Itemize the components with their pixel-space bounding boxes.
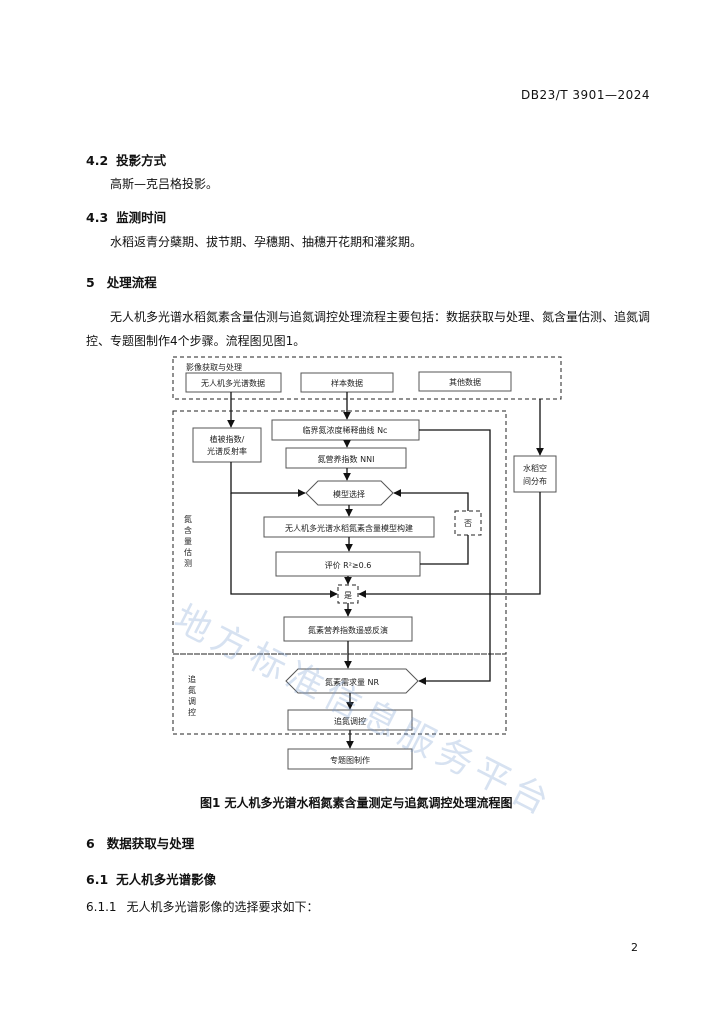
flowchart: 影像获取与处理 氮 含 量 估 测 追 氮 调 控 无人机多光谱数据 样本数据 …	[172, 356, 562, 770]
section-4-3-text: 水稻返青分蘖期、拔节期、孕穗期、抽穗开花期和灌浆期。	[110, 235, 423, 249]
section-6-1-1: 6.1.1 无人机多光谱影像的选择要求如下：	[86, 895, 319, 919]
yes-label: 是	[344, 591, 352, 600]
flow-connectors	[227, 392, 544, 749]
group-estimate-label: 氮 含 量 估 测	[184, 514, 192, 568]
group-control-label: 追 氮 调 控	[188, 674, 196, 717]
model-build-label: 无人机多光谱水稻氮素含量模型构建	[285, 523, 413, 533]
svg-text:追: 追	[188, 674, 196, 684]
section-5-paragraph: 无人机多光谱水稻氮素含量估测与追氮调控处理流程主要包括：数据获取与处理、氮含量估…	[86, 310, 651, 348]
group-control-frame	[172, 653, 507, 735]
nni-box	[285, 447, 407, 469]
yes-box	[337, 584, 359, 604]
group-acquisition-label: 影像获取与处理	[186, 362, 242, 372]
n-requirement-hexagon	[285, 668, 419, 694]
section-title: 数据获取与处理	[106, 836, 195, 851]
section-number: 6.1.1	[86, 900, 117, 914]
group-estimate-frame	[172, 410, 507, 655]
section-4-3-heading: 4.3 监测时间	[86, 207, 166, 226]
group-acquisition-frame	[172, 356, 562, 400]
model-select-hexagon	[305, 480, 394, 506]
vegetation-index-label-1: 植被指数/	[210, 434, 245, 444]
svg-text:控: 控	[188, 707, 196, 717]
vegetation-index-label-2: 光谱反射率	[207, 446, 247, 456]
uav-data-label: 无人机多光谱数据	[201, 378, 265, 388]
spatial-distribution-label-2: 间分布	[523, 476, 547, 486]
section-number: 6.1	[86, 872, 109, 887]
svg-text:估: 估	[184, 547, 192, 557]
no-label: 否	[464, 519, 472, 528]
section-title: 监测时间	[116, 210, 167, 225]
nni-inversion-label: 氮素营养指数遥感反演	[308, 625, 388, 635]
svg-text:氮: 氮	[188, 685, 196, 695]
section-4-2-text: 高斯—克吕格投影。	[110, 177, 219, 191]
nni-label: 氮营养指数 NNI	[318, 454, 375, 464]
section-6-1-1-text: 无人机多光谱影像的选择要求如下：	[126, 900, 319, 914]
evaluation-box	[275, 551, 421, 577]
svg-text:含: 含	[184, 525, 192, 535]
svg-text:调: 调	[188, 697, 196, 706]
other-data-box	[418, 371, 512, 392]
n-requirement-label: 氮素需求量 NR	[325, 677, 380, 687]
thematic-map-label: 专题图制作	[330, 755, 370, 765]
section-5-heading: 5 处理流程	[86, 272, 157, 291]
spatial-distribution-label-1: 水稻空	[523, 463, 547, 473]
vegetation-index-box	[192, 427, 262, 463]
section-6-heading: 6 数据获取与处理	[86, 833, 194, 852]
other-data-label: 其他数据	[449, 377, 481, 387]
section-number: 6	[86, 836, 95, 851]
sample-data-label: 样本数据	[331, 378, 363, 388]
figure-caption: 图1 无人机多光谱水稻氮素含量测定与追氮调控处理流程图	[200, 796, 513, 810]
section-title: 无人机多光谱影像	[116, 872, 217, 887]
svg-text:氮: 氮	[184, 514, 192, 524]
document-code: DB23/T 3901—2024	[520, 88, 650, 102]
svg-text:测: 测	[184, 559, 192, 568]
section-4-2-heading: 4.2 投影方式	[86, 150, 166, 169]
svg-text:量: 量	[184, 537, 192, 546]
evaluation-label: 评价 R²≥0.6	[325, 561, 372, 570]
section-6-1-heading: 6.1 无人机多光谱影像	[86, 869, 216, 888]
spatial-distribution-box	[513, 455, 557, 493]
critical-curve-label: 临界氮浓度稀释曲线 Nc	[303, 425, 388, 435]
page-number: 2	[631, 941, 638, 954]
section-title: 投影方式	[116, 153, 167, 168]
topdress-label: 追氮调控	[334, 716, 366, 726]
section-title: 处理流程	[106, 275, 157, 290]
section-number: 4.2	[86, 153, 109, 168]
model-select-label: 模型选择	[333, 489, 365, 499]
thematic-map-box	[287, 748, 413, 770]
section-number: 5	[86, 275, 95, 290]
section-number: 4.3	[86, 210, 109, 225]
uav-data-box	[185, 372, 282, 393]
